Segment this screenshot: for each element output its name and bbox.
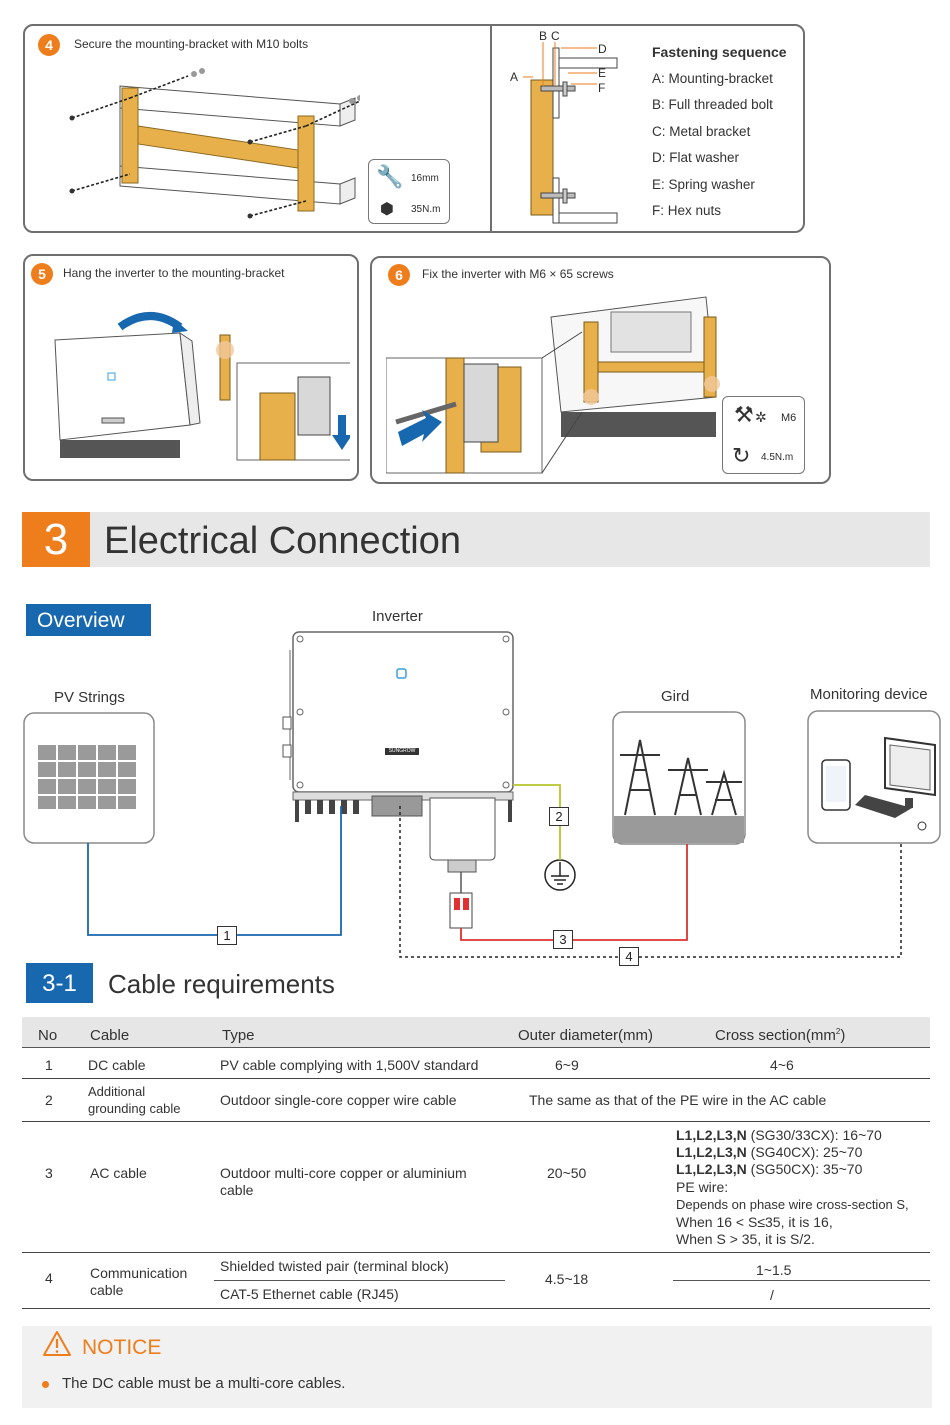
screwdriver-icon: ⚒ — [734, 402, 754, 427]
step6-number: 6 — [388, 264, 410, 286]
row4-cross-divider — [673, 1280, 930, 1281]
section-header-bar — [22, 512, 930, 567]
brand-text: SUNGROW — [388, 748, 416, 754]
sequence-item-e: E: Spring washer — [652, 177, 755, 192]
header-type: Type — [222, 1027, 255, 1044]
row3-pe-line2: When 16 < S≤35, it is 16, — [676, 1214, 833, 1230]
table-header — [22, 1017, 930, 1048]
row2-merged: The same as that of the PE wire in the A… — [529, 1092, 827, 1108]
step5-number: 5 — [31, 263, 53, 285]
row1-outer: 6~9 — [555, 1057, 579, 1073]
row4-cross-b: / — [770, 1287, 774, 1303]
step5-title: Hang the inverter to the mounting-bracke… — [63, 266, 285, 280]
row2-cable-line2: grounding cable — [88, 1101, 181, 1116]
step6-torque: 4.5N.m — [761, 452, 794, 463]
row2-type: Outdoor single-core copper wire cable — [220, 1092, 457, 1108]
monitoring-device-label: Monitoring device — [810, 686, 928, 703]
step4-divider — [490, 26, 492, 231]
row3-no: 3 — [45, 1165, 53, 1181]
notice-title: NOTICE — [82, 1336, 162, 1359]
overview-connection-diagram — [23, 631, 941, 958]
cable-number-4: 4 — [619, 947, 639, 966]
label-a: A — [510, 70, 519, 84]
notice-text: The DC cable must be a multi-core cables… — [62, 1375, 346, 1392]
sequence-item-d: D: Flat washer — [652, 150, 740, 165]
fastening-sequence-title: Fastening sequence — [652, 44, 787, 60]
cable-number-1: 1 — [217, 926, 237, 945]
row3-cross-line3: L1,L2,L3,N (SG50CX): 35~70 — [676, 1161, 863, 1177]
row3-outer: 20~50 — [547, 1165, 587, 1181]
header-no: No — [38, 1027, 58, 1044]
step4-number: 4 — [38, 34, 60, 56]
hang-inverter-illustration — [54, 312, 350, 461]
label-f: F — [598, 81, 606, 95]
row3-cross-line1: L1,L2,L3,N (SG30/33CX): 16~70 — [676, 1127, 882, 1143]
subsection-number: 3-1 — [26, 963, 93, 1003]
step6-title: Fix the inverter with M6 × 65 screws — [422, 267, 614, 281]
step4-title: Secure the mounting-bracket with M10 bol… — [74, 37, 309, 51]
step4-torque: 35N.m — [411, 204, 441, 215]
section-number: 3 — [22, 512, 90, 567]
row4-type-divider — [214, 1280, 505, 1281]
label-d: D — [598, 42, 607, 56]
row3-type-line1: Outdoor multi-core copper or aluminium — [220, 1165, 467, 1181]
sequence-item-b: B: Full threaded bolt — [652, 97, 773, 112]
fastening-detail-diagram — [523, 42, 618, 224]
row4-no: 4 — [45, 1270, 53, 1286]
sequence-item-a: A: Mounting-bracket — [652, 71, 773, 86]
table-bottom-border — [22, 1308, 930, 1309]
wrench-icon: 🔧 — [376, 164, 404, 189]
header-outer-diameter: Outer diameter(mm) — [518, 1027, 654, 1044]
section-title: Electrical Connection — [104, 520, 461, 562]
pv-strings-label: PV Strings — [54, 689, 125, 706]
row3-cable: AC cable — [90, 1165, 147, 1181]
row2-cable-line1: Additional — [88, 1084, 146, 1099]
label-b: B — [539, 29, 548, 43]
row4-type-a: Shielded twisted pair (terminal block) — [220, 1258, 449, 1274]
subsection-title: Cable requirements — [108, 969, 335, 999]
fix-inverter-illustration — [386, 296, 720, 474]
cable-number-2: 2 — [549, 807, 569, 826]
row4-cable-line1: Communication — [90, 1265, 188, 1281]
row2-no: 2 — [45, 1092, 53, 1108]
row4-outer: 4.5~18 — [545, 1271, 589, 1287]
sequence-item-c: C: Metal bracket — [652, 124, 751, 139]
notice-bullet — [42, 1381, 49, 1388]
step4-tool-box — [368, 159, 450, 224]
row1-cross: 4~6 — [770, 1057, 794, 1073]
mounting-bracket-illustration — [69, 68, 360, 219]
row3-pe-title: PE wire: — [676, 1179, 729, 1195]
sequence-item-f: F: Hex nuts — [652, 203, 722, 218]
row1-cable: DC cable — [88, 1057, 146, 1073]
step6-screw-size: M6 — [781, 412, 797, 424]
row3-cross-line2: L1,L2,L3,N (SG40CX): 25~70 — [676, 1144, 863, 1160]
torque-icon: ↻ — [732, 443, 751, 468]
hex-nut-icon: ⬢ — [380, 201, 394, 218]
label-e: E — [598, 66, 607, 80]
label-c: C — [551, 29, 560, 43]
row-divider — [22, 1078, 930, 1079]
row3-type-line2: cable — [220, 1182, 254, 1198]
row3-pe-line1: Depends on phase wire cross-section S, — [676, 1197, 909, 1212]
row1-no: 1 — [45, 1057, 53, 1073]
row-divider — [22, 1121, 930, 1122]
row1-type: PV cable complying with 1,500V standard — [220, 1057, 479, 1073]
step6-tool-box — [722, 396, 805, 474]
header-cross-section: Cross section(mm2) — [715, 1027, 846, 1044]
row4-type-b: CAT-5 Ethernet cable (RJ45) — [220, 1286, 399, 1302]
step4-tool-size: 16mm — [411, 173, 439, 184]
row-divider — [22, 1252, 930, 1253]
row3-pe-line3: When S > 35, it is S/2. — [676, 1231, 815, 1247]
cable-number-3: 3 — [553, 930, 573, 949]
screw-head-icon: ✲ — [755, 409, 767, 425]
overview-tag: Overview — [26, 604, 151, 636]
inverter-label: Inverter — [372, 608, 423, 625]
grid-label: Gird — [661, 688, 690, 705]
row4-cross-a: 1~1.5 — [756, 1262, 792, 1278]
warning-icon — [43, 1331, 71, 1356]
row4-cable-line2: cable — [90, 1282, 124, 1298]
header-cable: Cable — [90, 1027, 130, 1044]
notice-box — [22, 1326, 932, 1408]
